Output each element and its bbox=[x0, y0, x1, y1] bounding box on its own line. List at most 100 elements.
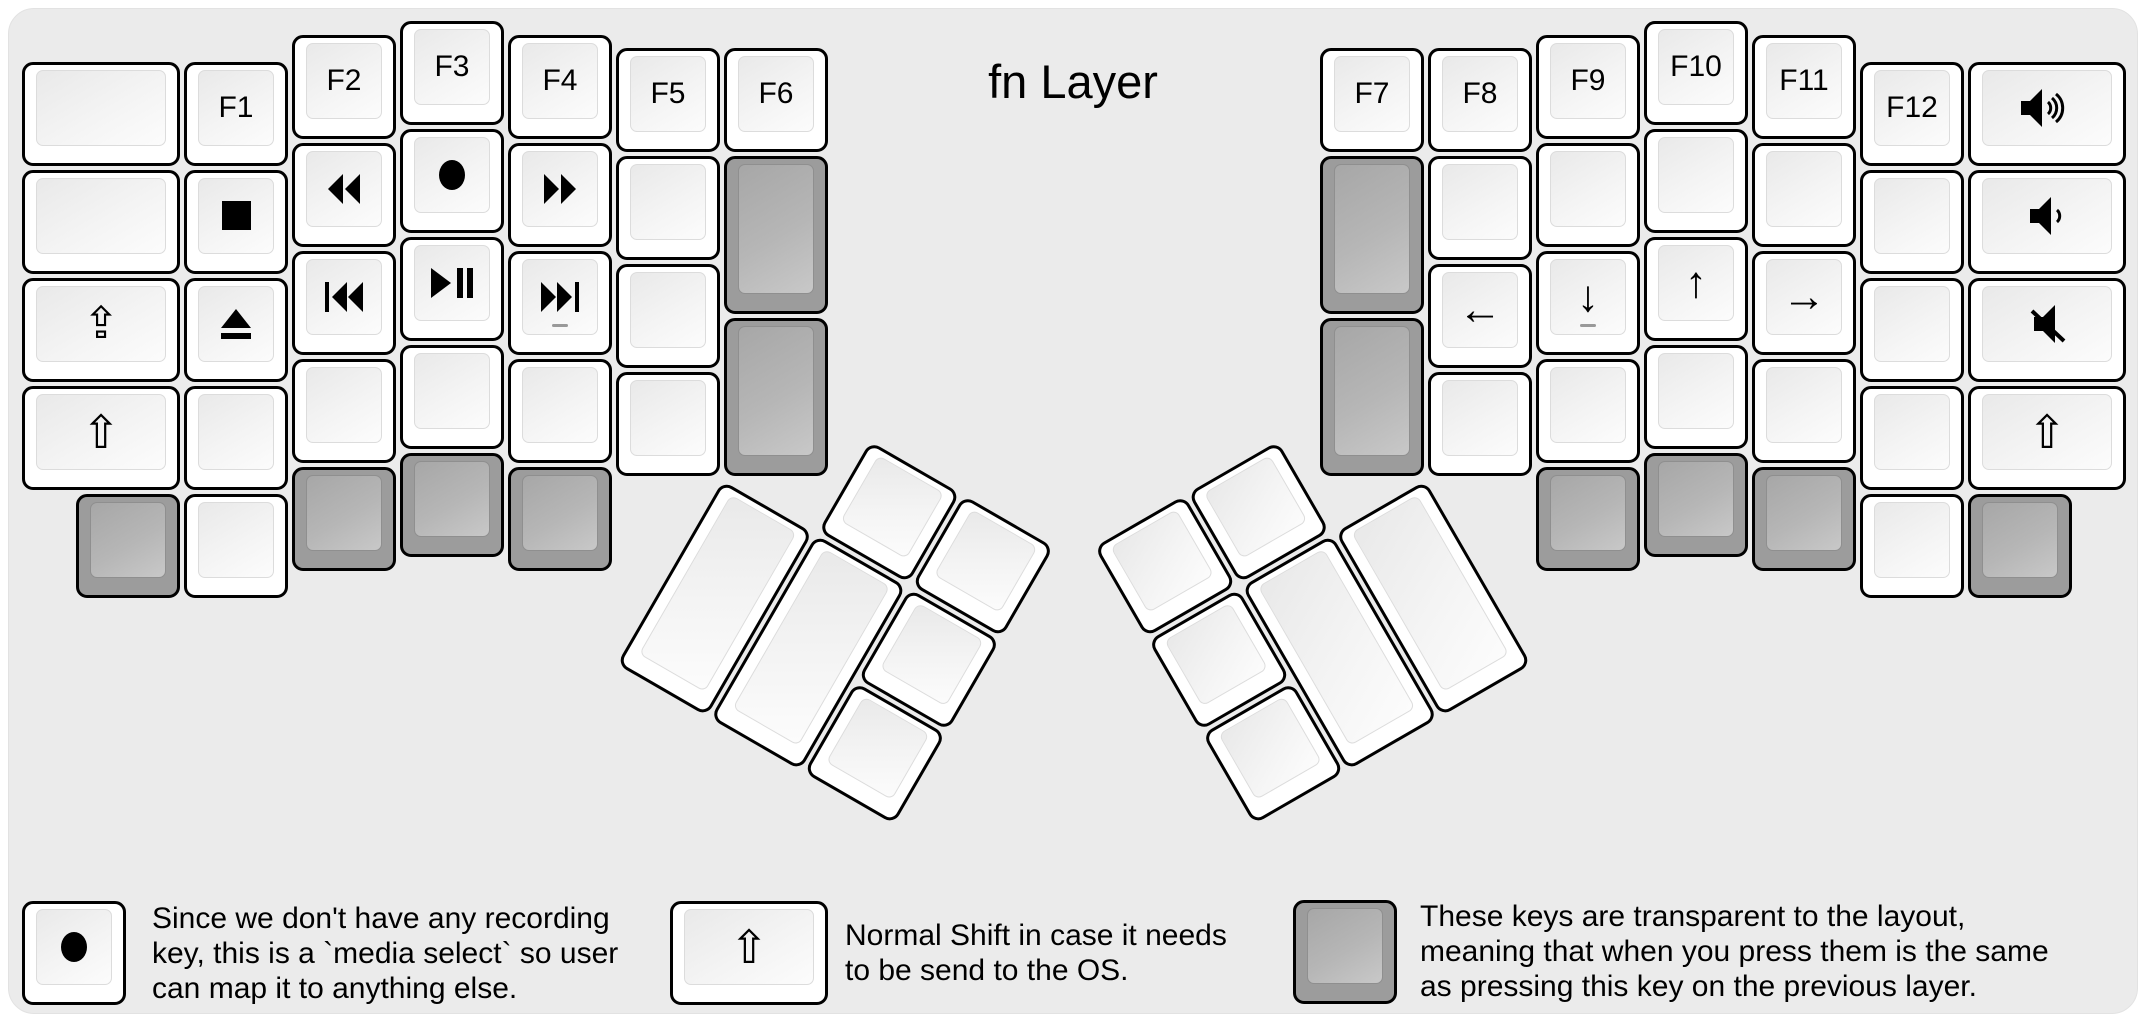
homing-dash bbox=[552, 323, 568, 327]
key-content: F8 bbox=[1442, 56, 1518, 132]
key-previous-track[interactable] bbox=[292, 250, 396, 355]
key-blank[interactable] bbox=[616, 156, 720, 260]
key-f4[interactable]: F4 bbox=[508, 34, 612, 139]
key-f8[interactable]: F8 bbox=[1428, 48, 1532, 152]
keytop bbox=[36, 69, 166, 146]
key-f2[interactable]: F2 bbox=[292, 34, 396, 139]
key-play-pause[interactable] bbox=[400, 237, 504, 341]
key-f11[interactable]: F11 bbox=[1752, 34, 1856, 139]
key-arrow-right[interactable]: → bbox=[1752, 250, 1856, 355]
key-content: F4 bbox=[522, 43, 598, 119]
key-transparent[interactable] bbox=[1536, 466, 1640, 571]
key-blank[interactable] bbox=[184, 493, 288, 598]
key-transparent[interactable] bbox=[1968, 493, 2072, 598]
key-blank[interactable] bbox=[1860, 385, 1964, 490]
key-content: F6 bbox=[738, 56, 814, 132]
key-blank[interactable] bbox=[400, 345, 504, 449]
key-transparent[interactable] bbox=[724, 318, 828, 476]
key-blank[interactable] bbox=[1428, 156, 1532, 260]
key-f1[interactable]: F1 bbox=[184, 61, 288, 166]
key-f7[interactable]: F7 bbox=[1320, 48, 1424, 152]
stop-icon bbox=[221, 201, 251, 230]
key-transparent[interactable] bbox=[1320, 156, 1424, 314]
key-transparent[interactable] bbox=[292, 466, 396, 571]
key-transparent[interactable] bbox=[76, 493, 180, 598]
key-record[interactable] bbox=[400, 129, 504, 233]
fast-forward-icon bbox=[544, 173, 576, 204]
key-content: ← bbox=[1442, 272, 1518, 348]
key-f5[interactable]: F5 bbox=[616, 48, 720, 152]
key-blank[interactable] bbox=[616, 264, 720, 368]
key-volume-up[interactable] bbox=[1968, 61, 2126, 166]
keytop bbox=[306, 150, 382, 227]
key-content: F9 bbox=[1550, 43, 1626, 119]
key-shift[interactable]: ⇧ bbox=[1968, 385, 2126, 490]
keytop bbox=[90, 501, 166, 578]
key-blank[interactable] bbox=[1428, 372, 1532, 476]
eject-icon bbox=[220, 308, 252, 339]
key-transparent[interactable] bbox=[1752, 466, 1856, 571]
key-caps-lock[interactable]: ⇪ bbox=[22, 277, 180, 382]
keytop bbox=[1874, 177, 1950, 254]
key-arrow-down[interactable]: ↓ bbox=[1536, 250, 1640, 355]
key-shift[interactable]: ⇧ bbox=[22, 385, 180, 490]
key-label: F12 bbox=[1886, 90, 1938, 124]
key-f9[interactable]: F9 bbox=[1536, 34, 1640, 139]
keytop bbox=[1334, 56, 1410, 132]
keytop bbox=[522, 366, 598, 443]
key-blank[interactable] bbox=[1752, 142, 1856, 247]
key-content: F2 bbox=[306, 43, 382, 119]
key-stop[interactable] bbox=[184, 169, 288, 274]
key-shift: ⇧ bbox=[670, 901, 828, 1005]
key-blank[interactable] bbox=[1644, 129, 1748, 233]
key-blank[interactable] bbox=[1860, 277, 1964, 382]
keytop bbox=[738, 326, 814, 456]
key-blank[interactable] bbox=[1536, 142, 1640, 247]
key-blank[interactable] bbox=[22, 61, 180, 166]
key-label: F9 bbox=[1570, 63, 1606, 97]
key-blank[interactable] bbox=[1644, 345, 1748, 449]
key-label: F3 bbox=[434, 50, 470, 83]
key-label: F2 bbox=[326, 63, 362, 97]
key-transparent[interactable] bbox=[1644, 453, 1748, 557]
key-content bbox=[414, 137, 490, 213]
key-arrow-left[interactable]: ← bbox=[1428, 264, 1532, 368]
mute-icon bbox=[2028, 304, 2066, 343]
keytop bbox=[1766, 42, 1842, 119]
keytop bbox=[522, 150, 598, 227]
key-blank[interactable] bbox=[292, 358, 396, 463]
keytop bbox=[630, 272, 706, 348]
key-transparent[interactable] bbox=[724, 156, 828, 314]
key-rewind[interactable] bbox=[292, 142, 396, 247]
key-blank[interactable] bbox=[184, 385, 288, 490]
volume-up-icon bbox=[2020, 88, 2074, 127]
key-fast-forward[interactable] bbox=[508, 142, 612, 247]
key-mute[interactable] bbox=[1968, 277, 2126, 382]
key-blank[interactable] bbox=[508, 358, 612, 463]
keytop bbox=[1334, 164, 1410, 294]
keytop bbox=[1766, 150, 1842, 227]
key-f12[interactable]: F12 bbox=[1860, 61, 1964, 166]
key-arrow-up[interactable]: ↑ bbox=[1644, 237, 1748, 341]
key-next-track[interactable] bbox=[508, 250, 612, 355]
key-transparent[interactable] bbox=[400, 453, 504, 557]
key-label: F4 bbox=[542, 63, 578, 97]
key-content bbox=[198, 286, 274, 362]
keytop bbox=[522, 474, 598, 551]
keytop bbox=[414, 461, 490, 537]
key-transparent[interactable] bbox=[1320, 318, 1424, 476]
keytop bbox=[630, 56, 706, 132]
key-f3[interactable]: F3 bbox=[400, 21, 504, 125]
key-eject[interactable] bbox=[184, 277, 288, 382]
key-blank[interactable] bbox=[22, 169, 180, 274]
key-blank[interactable] bbox=[1752, 358, 1856, 463]
key-f10[interactable]: F10 bbox=[1644, 21, 1748, 125]
key-volume-down[interactable] bbox=[1968, 169, 2126, 274]
keytop bbox=[1442, 272, 1518, 348]
key-blank[interactable] bbox=[1860, 169, 1964, 274]
key-f6[interactable]: F6 bbox=[724, 48, 828, 152]
key-blank[interactable] bbox=[616, 372, 720, 476]
key-transparent[interactable] bbox=[508, 466, 612, 571]
key-blank[interactable] bbox=[1860, 493, 1964, 598]
key-blank[interactable] bbox=[1536, 358, 1640, 463]
